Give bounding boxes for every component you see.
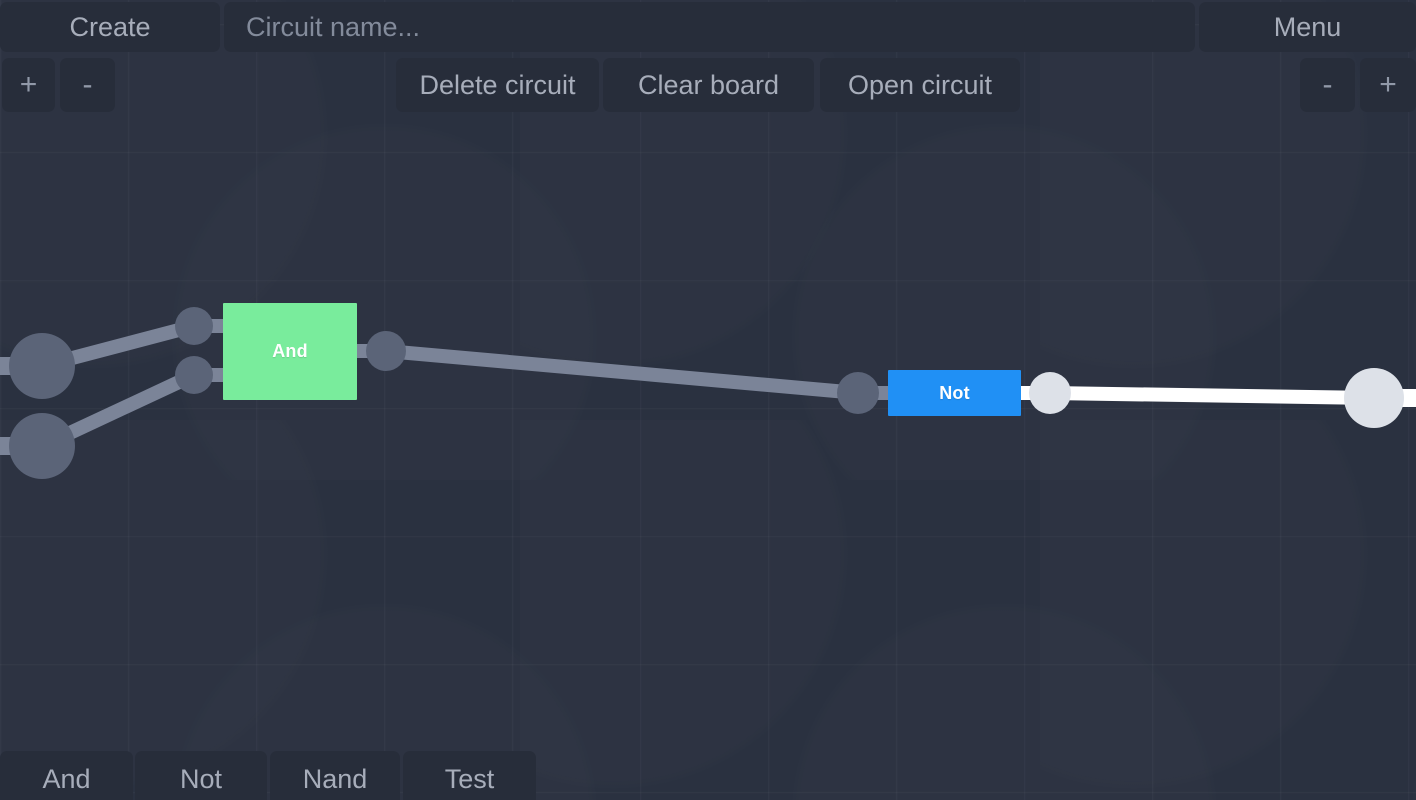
palette-item-nand[interactable]: Nand xyxy=(270,751,400,800)
input-node-a[interactable] xyxy=(9,333,75,399)
menu-button[interactable]: Menu xyxy=(1199,2,1416,52)
top-toolbar: Create Menu + - Delete circuit Clear boa… xyxy=(0,0,1416,115)
gate-not[interactable]: Not xyxy=(888,370,1021,416)
input-node-b[interactable] xyxy=(9,413,75,479)
scale-up-button[interactable]: + xyxy=(1360,58,1416,112)
scale-down-button[interactable]: - xyxy=(1300,58,1355,112)
palette-item-and[interactable]: And xyxy=(0,751,133,800)
gate-and[interactable]: And xyxy=(223,303,357,400)
open-circuit-button[interactable]: Open circuit xyxy=(820,58,1020,112)
zoom-out-button[interactable]: - xyxy=(60,58,115,112)
and-input-node-2[interactable] xyxy=(175,356,213,394)
gate-palette-toolbar: And Not Nand Test xyxy=(0,738,1416,800)
output-node[interactable] xyxy=(1344,368,1404,428)
palette-item-not[interactable]: Not xyxy=(135,751,267,800)
palette-item-test[interactable]: Test xyxy=(403,751,536,800)
not-output-node[interactable] xyxy=(1029,372,1071,414)
delete-circuit-button[interactable]: Delete circuit xyxy=(396,58,599,112)
create-button[interactable]: Create xyxy=(0,2,220,52)
wire-not-to-output[interactable] xyxy=(1049,386,1375,405)
zoom-in-button[interactable]: + xyxy=(2,58,55,112)
and-input-node-1[interactable] xyxy=(175,307,213,345)
circuit-name-input[interactable] xyxy=(224,2,1195,52)
and-output-node[interactable] xyxy=(366,331,406,371)
clear-board-button[interactable]: Clear board xyxy=(603,58,814,112)
wire-and-to-not[interactable] xyxy=(385,344,859,400)
not-input-node[interactable] xyxy=(837,372,879,414)
